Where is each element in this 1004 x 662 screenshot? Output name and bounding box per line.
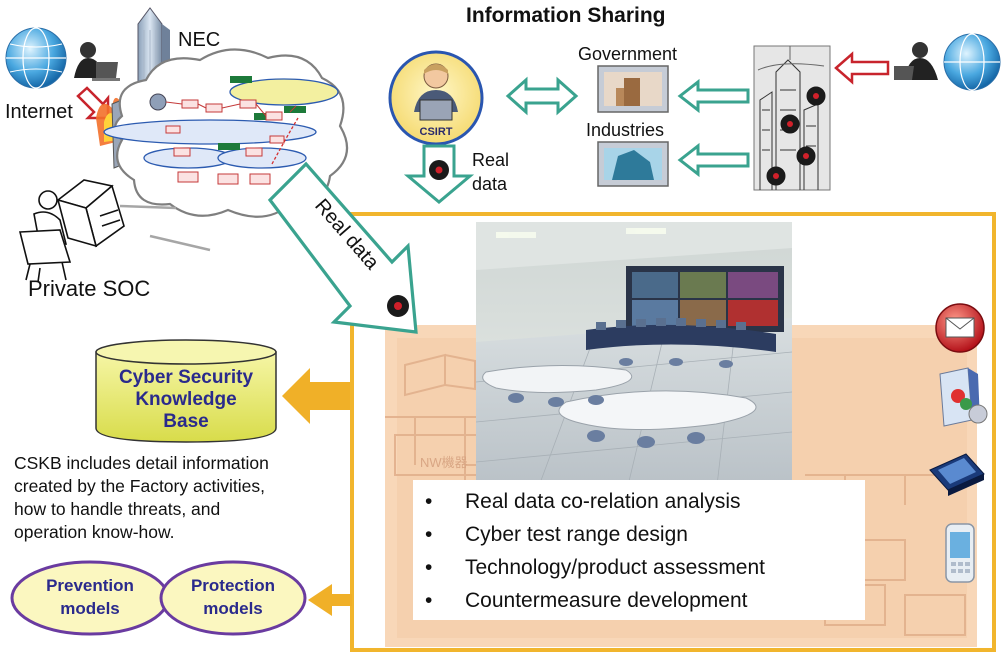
hacker-laptop-icon [74, 42, 120, 81]
globe-icon [943, 33, 1001, 91]
cskb-description-line: created by the Factory activities, [14, 476, 265, 496]
activity-text: Technology/product assessment [465, 556, 765, 579]
activity-text: Cyber test range design [465, 523, 688, 546]
list-item: • Cyber test range design [413, 518, 865, 551]
faded-label: NW機器 [420, 455, 468, 470]
internet-label: Internet [5, 101, 73, 123]
nec-label: NEC [178, 29, 221, 51]
incoming-arrow [677, 78, 750, 178]
list-item: • Countermeasure development [413, 584, 865, 617]
connector-line [119, 204, 211, 252]
prevention-models-ellipse [10, 560, 170, 636]
orange-arrow-to-kb [282, 368, 350, 424]
kb-title-line3: Base [163, 411, 208, 432]
bullet-marker: • [425, 490, 433, 513]
control-room-photo [476, 222, 792, 494]
globe-icon [5, 27, 67, 89]
prevention-models-line1: Prevention [46, 576, 134, 595]
cskb-description-line: how to handle threats, and [14, 499, 221, 519]
hacker-laptop-icon [894, 42, 938, 80]
chip-icon [929, 453, 985, 496]
csirt-person-icon [388, 50, 484, 146]
real-data-arrow [267, 161, 418, 334]
kb-title-line1: Cyber Security [119, 367, 254, 388]
industries-label: Industries [586, 120, 665, 140]
cskb-description-line: CSKB includes detail information [14, 453, 269, 473]
activity-list: • Real data co-relation analysis • Cyber t… [413, 480, 865, 620]
real-label: Real [472, 150, 510, 170]
kb-title-line2: Knowledge [135, 389, 236, 410]
private-soc-label: Private SOC [28, 276, 151, 301]
cskb-description-line: operation know-how. [14, 522, 175, 542]
prevention-models-line2: models [60, 599, 120, 618]
protection-models-line1: Protection [191, 576, 275, 595]
software-box-icon [939, 367, 988, 427]
list-item: • Technology/product assessment [413, 551, 865, 584]
industry-building-icon [597, 141, 669, 187]
protection-models-ellipse [159, 560, 307, 636]
phone-icon [945, 523, 975, 583]
bullet-marker: • [425, 523, 433, 546]
attack-arrow [834, 51, 890, 85]
list-item: • Real data co-relation analysis [413, 485, 865, 518]
protection-models-line2: models [203, 599, 263, 618]
sharing-double-arrow [505, 76, 579, 116]
bullet-marker: • [425, 556, 433, 579]
mail-icon [935, 303, 985, 353]
knowledge-base-cylinder [95, 339, 277, 443]
activity-text: Real data co-relation analysis [465, 490, 741, 513]
data-label: data [472, 174, 508, 194]
right-icons [929, 303, 988, 583]
network-cloud-icon [103, 48, 349, 218]
cskb-description: CSKB includes detail information created… [14, 452, 269, 544]
information-sharing-title: Information Sharing [466, 4, 666, 27]
bullet-marker: • [425, 589, 433, 612]
real-data-down-arrow [403, 144, 475, 204]
orange-arrow-to-models [308, 584, 352, 616]
government-label: Government [578, 44, 678, 64]
activity-text: Countermeasure development [465, 589, 748, 612]
operator-workstation-icon [18, 179, 125, 283]
government-building-icon [597, 65, 669, 113]
csirt-label: CSIRT [420, 126, 453, 138]
